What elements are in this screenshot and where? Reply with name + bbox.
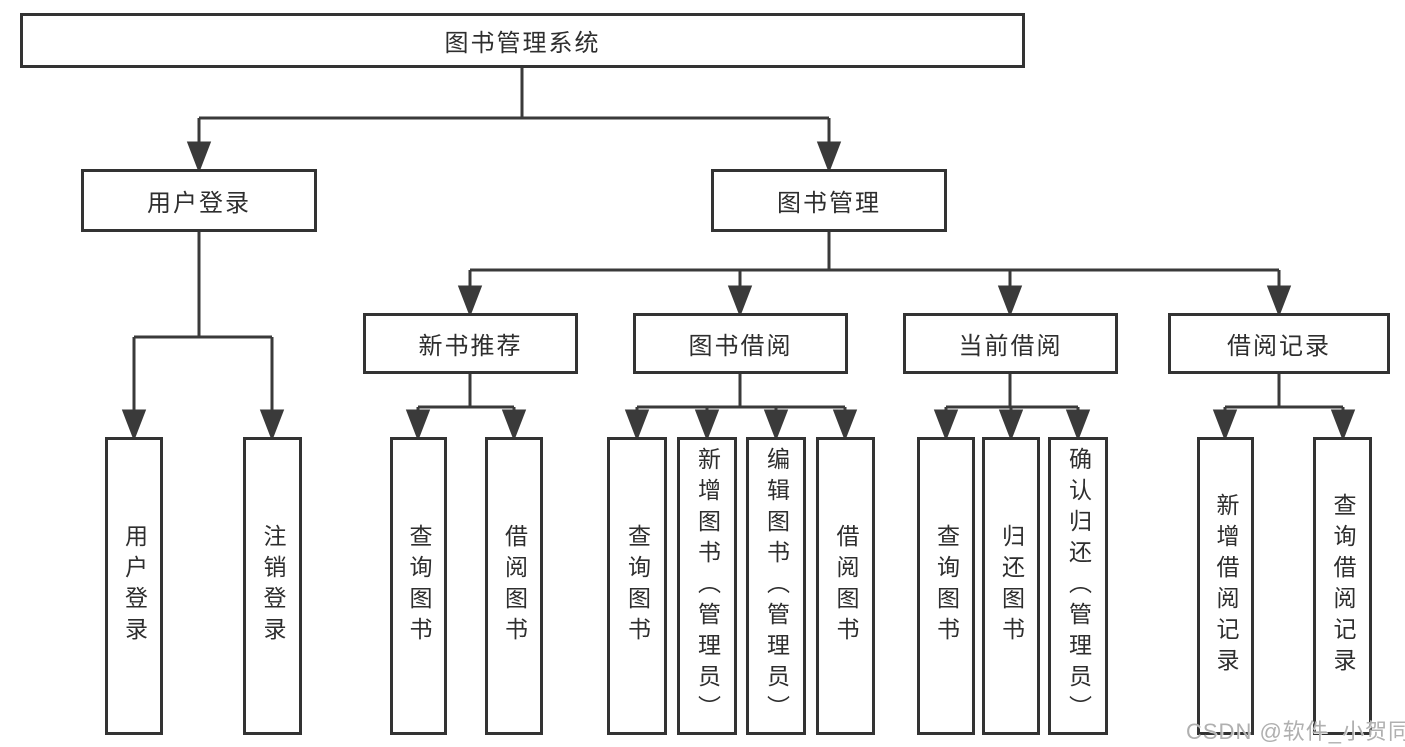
watermark: CSDN @软件_小贺同学 <box>1186 719 1405 744</box>
leaf-confirm-return-admin: 确认归还（管理员） <box>1048 437 1108 735</box>
node-book-borrow: 图书借阅 <box>633 313 848 374</box>
leaf-user-login: 用户登录 <box>105 437 163 735</box>
leaf-add-borrow-record: 新增借阅记录 <box>1197 437 1254 735</box>
leaf-query-borrow-record: 查询借阅记录 <box>1313 437 1372 735</box>
node-book-management-label: 图书管理 <box>777 190 881 217</box>
node-current-borrow: 当前借阅 <box>903 313 1118 374</box>
leaf-borrow-books-2: 借阅图书 <box>816 437 875 735</box>
node-borrow-records-label: 借阅记录 <box>1227 333 1331 360</box>
node-root-label: 图书管理系统 <box>444 30 601 57</box>
leaf-logout: 注销登录 <box>243 437 302 735</box>
node-user-login-label: 用户登录 <box>147 190 251 217</box>
node-borrow-records: 借阅记录 <box>1168 313 1390 374</box>
leaf-borrow-books-1: 借阅图书 <box>485 437 543 735</box>
node-book-borrow-label: 图书借阅 <box>688 333 793 360</box>
node-root: 图书管理系统 <box>20 13 1025 68</box>
leaf-edit-book-admin: 编辑图书（管理员） <box>746 437 806 735</box>
node-new-book-recommend-label: 新书推荐 <box>418 333 523 360</box>
leaf-query-books-2: 查询图书 <box>607 437 667 735</box>
node-user-login: 用户登录 <box>81 169 317 232</box>
node-new-book-recommend: 新书推荐 <box>363 313 578 374</box>
leaf-query-books-3: 查询图书 <box>917 437 975 735</box>
node-book-management: 图书管理 <box>711 169 947 232</box>
node-current-borrow-label: 当前借阅 <box>958 333 1063 360</box>
leaf-add-book-admin: 新增图书（管理员） <box>677 437 737 735</box>
leaf-query-books-1: 查询图书 <box>390 437 447 735</box>
leaf-return-book: 归还图书 <box>982 437 1040 735</box>
